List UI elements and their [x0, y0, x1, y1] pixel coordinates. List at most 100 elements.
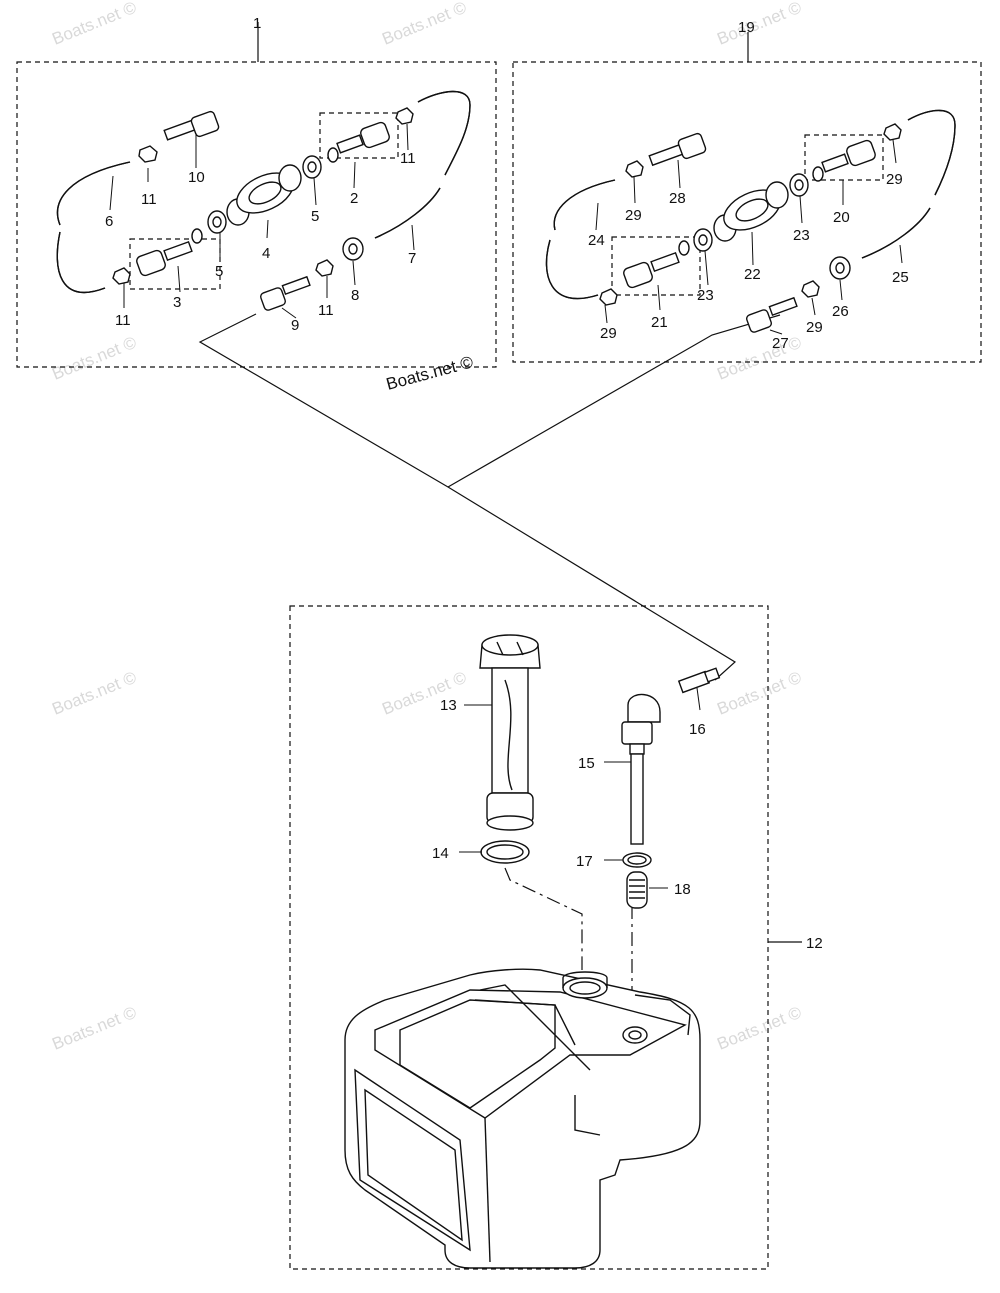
- label-19: 19: [738, 19, 755, 36]
- o-ring-17-inner: [627, 855, 647, 865]
- label-23: 23: [793, 227, 810, 244]
- label-2: 2: [350, 190, 358, 207]
- connector-gauge: [504, 867, 583, 970]
- label-22: 22: [744, 266, 761, 283]
- label-23: 23: [697, 287, 714, 304]
- clamp-11: [138, 145, 158, 163]
- label-5: 5: [215, 263, 223, 280]
- clamp-11: [395, 107, 414, 125]
- hose-upper-right: [417, 90, 471, 176]
- subgroup-box-21: [611, 236, 701, 296]
- watermark: Boats.net ©: [49, 0, 139, 49]
- label-16: 16: [689, 721, 706, 738]
- label-11: 11: [400, 150, 416, 167]
- group-boxes: [16, 61, 982, 1270]
- gauge-13-float-bottom: [486, 815, 534, 831]
- hose-25: [861, 207, 931, 259]
- copyright-notice: Boats.net ©: [384, 352, 475, 394]
- fitting-9-barb: [281, 275, 311, 296]
- label-11: 11: [141, 191, 157, 208]
- label-14: 14: [432, 845, 449, 862]
- clamp-11: [315, 259, 334, 277]
- bulb-4-end: [278, 164, 302, 192]
- fuel-tank-assembly-12: [344, 634, 721, 1269]
- label-1: 1: [253, 15, 261, 32]
- washer-8-hole: [348, 243, 358, 255]
- label-29: 29: [886, 171, 903, 188]
- label-8: 8: [351, 287, 359, 304]
- hose-24-lower-inner: [545, 239, 599, 300]
- connector-20-ring: [812, 166, 824, 182]
- group-box-19: [512, 61, 982, 363]
- watermark: Boats.net ©: [714, 0, 804, 49]
- label-21: 21: [651, 314, 668, 331]
- fitting-27-body: [746, 309, 772, 333]
- fitting-10-body: [190, 110, 220, 138]
- connector-21-body: [623, 261, 653, 289]
- subgroup-box-3: [129, 238, 221, 290]
- clamp-29: [599, 288, 618, 306]
- hose-upper-right-19-inner: [907, 109, 956, 196]
- label-15: 15: [578, 755, 595, 772]
- washer-26-hole: [835, 262, 845, 274]
- label-10: 10: [188, 169, 205, 186]
- clamp-29: [625, 160, 644, 178]
- pickup-15-collar: [629, 743, 645, 755]
- fitting-9-body: [260, 287, 286, 311]
- connector-3-barb: [163, 240, 193, 262]
- tank-rear-handle: [634, 994, 691, 1036]
- watermarks: Boats.net © Boats.net © Boats.net © Boat…: [49, 0, 804, 1054]
- watermark: Boats.net ©: [49, 1003, 139, 1054]
- label-9: 9: [291, 317, 299, 334]
- label-5: 5: [311, 208, 319, 225]
- connector-3-ring: [191, 228, 203, 244]
- label-7: 7: [408, 250, 416, 267]
- gauge-13-cap-top: [481, 634, 539, 656]
- leader-lines: [109, 123, 903, 889]
- label-12: 12: [806, 935, 823, 952]
- fitting-27-barb: [768, 296, 798, 317]
- group-box-12: [289, 605, 769, 1270]
- label-29: 29: [806, 319, 823, 336]
- label-4: 4: [262, 245, 270, 262]
- clamp-29: [883, 123, 902, 141]
- tank-edge: [484, 1117, 491, 1263]
- group-box-1: [16, 61, 497, 368]
- label-26: 26: [832, 303, 849, 320]
- label-28: 28: [669, 190, 686, 207]
- bulb-22-end: [765, 181, 789, 209]
- label-29: 29: [600, 325, 617, 342]
- connector-2-barb: [336, 134, 364, 154]
- label-25: 25: [892, 269, 909, 286]
- hose-6: [56, 161, 131, 226]
- label-13: 13: [440, 697, 457, 714]
- label-24: 24: [588, 232, 605, 249]
- gauge-13-cap-slots: [496, 641, 524, 656]
- subgroup-box-2: [319, 112, 399, 159]
- hose-24: [553, 179, 616, 231]
- washer-23-hole: [698, 234, 708, 246]
- connector-2-body: [360, 121, 390, 149]
- filter-18-mesh: [629, 879, 645, 899]
- gauge-13-float-wire: [504, 679, 513, 791]
- watermark: Boats.net ©: [714, 333, 804, 384]
- hose-25-inner: [861, 207, 931, 259]
- washer-5-hole: [212, 216, 222, 228]
- tank-filler-neck-inner: [569, 981, 601, 995]
- tank-pickup-port-hole: [628, 1030, 642, 1040]
- hose-assembly-1: [56, 90, 471, 311]
- label-11: 11: [318, 302, 334, 319]
- label-17: 17: [576, 853, 593, 870]
- label-27: 27: [772, 335, 789, 352]
- pickup-15-tube: [630, 753, 644, 845]
- connector-21-ring: [678, 240, 690, 256]
- pickup-15-elbow: [627, 693, 661, 723]
- connector-20-body: [846, 139, 876, 167]
- subgroup-box-20: [804, 134, 884, 181]
- fitting-16-thread: [677, 670, 711, 694]
- pickup-15-nut: [621, 721, 653, 745]
- label-11: 11: [115, 312, 131, 329]
- watermark: Boats.net ©: [714, 668, 804, 719]
- connector-20-barb: [821, 153, 849, 173]
- tank-handle-edge: [474, 999, 576, 1046]
